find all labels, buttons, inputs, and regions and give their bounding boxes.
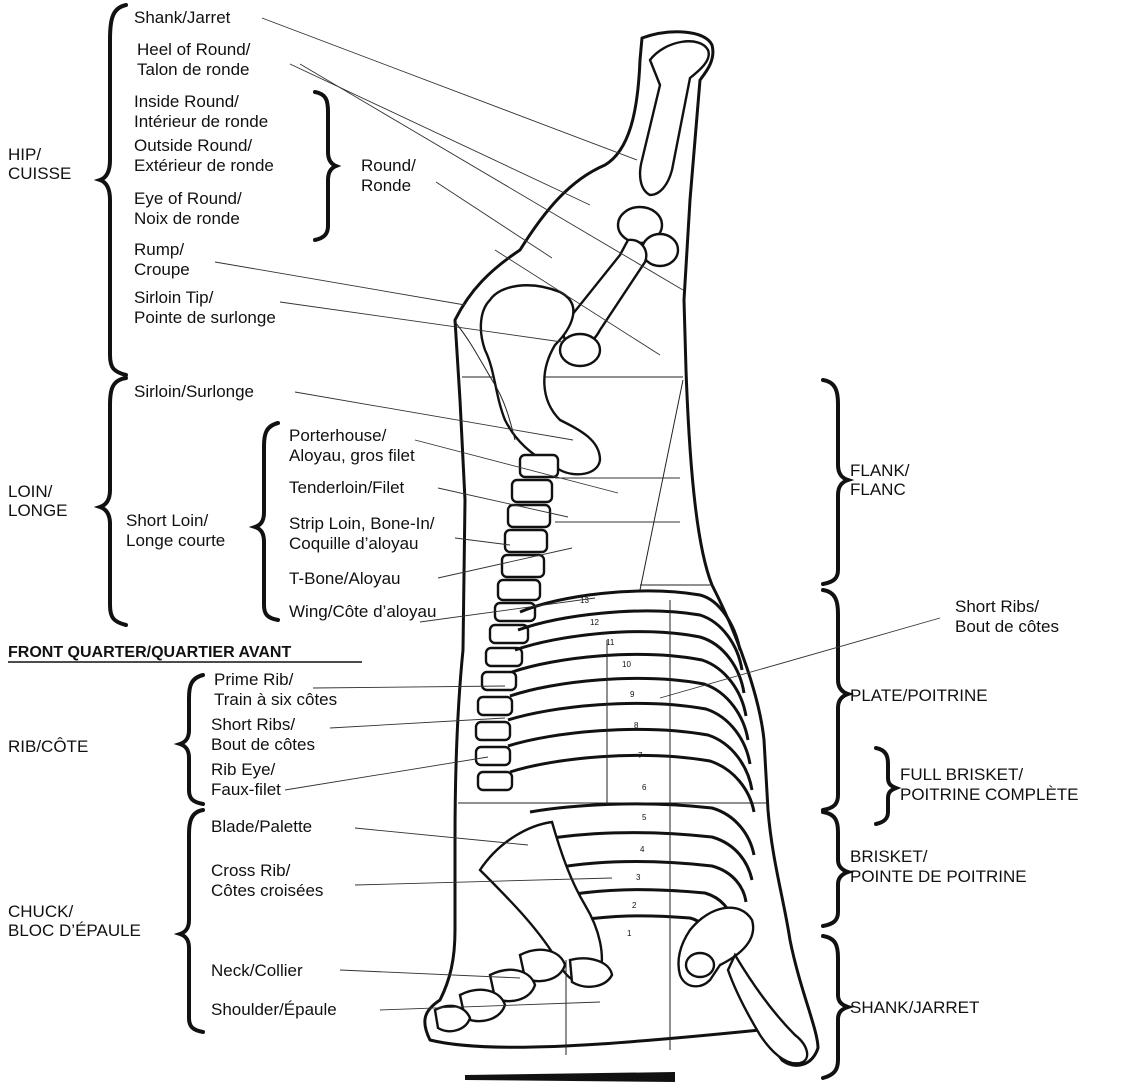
round-brace bbox=[315, 92, 336, 240]
vertebra bbox=[476, 747, 510, 765]
chuck-label: CHUCK/ BLOC D’ÉPAULE bbox=[8, 902, 141, 940]
strip-loin-label: Strip Loin, Bone-In/ Coquille d’aloyau bbox=[289, 514, 439, 553]
rib-number: 13 bbox=[580, 596, 589, 605]
eye-of-round-label: Eye of Round/ Noix de ronde bbox=[134, 189, 246, 228]
vertebra bbox=[478, 697, 512, 715]
full-brisket-label: FULL BRISKET/ POITRINE COMPLÈTE bbox=[900, 765, 1079, 804]
rib-7 bbox=[508, 729, 752, 790]
short-loin-brace bbox=[255, 423, 278, 620]
flank-brace bbox=[823, 380, 848, 584]
neck-vertebrae bbox=[435, 950, 612, 1031]
base-marker bbox=[465, 1072, 675, 1082]
shank-right-label: SHANK/JARRET bbox=[850, 998, 979, 1017]
rib-number: 3 bbox=[636, 873, 641, 882]
blade-label: Blade/Palette bbox=[211, 817, 312, 836]
round-label: Round/ Ronde bbox=[361, 156, 421, 195]
vertebra bbox=[502, 555, 544, 577]
rib-brace bbox=[180, 675, 203, 804]
plate-label: PLATE/POITRINE bbox=[850, 686, 988, 705]
loin-label: LOIN/ LONGE bbox=[8, 482, 68, 520]
tenderloin-label: Tenderloin/Filet bbox=[289, 478, 405, 497]
rib-number: 8 bbox=[634, 721, 639, 730]
prime-rib-label: Prime Rib/ Train à six côtes bbox=[214, 670, 337, 709]
full-brisket-brace bbox=[876, 748, 896, 824]
rib-4 bbox=[540, 833, 752, 880]
rib-eye-label: Rib Eye/ Faux-filet bbox=[211, 760, 281, 799]
neck-vertebra bbox=[570, 958, 612, 986]
vertebra bbox=[512, 480, 552, 502]
rib-number: 10 bbox=[622, 660, 631, 669]
rib-number: 12 bbox=[590, 618, 599, 627]
leader-line bbox=[285, 757, 488, 790]
rib-number: 9 bbox=[630, 690, 635, 699]
rib-number-labels: 1 2 3 4 5 6 7 8 9 10 11 12 13 bbox=[580, 596, 647, 938]
leader-line bbox=[436, 182, 552, 258]
shank-cut-label: Shank/Jarret bbox=[134, 8, 231, 27]
rib-number: 2 bbox=[632, 901, 637, 910]
foreshank-bone bbox=[728, 955, 807, 1063]
vertebra bbox=[505, 530, 547, 552]
neck-label: Neck/Collier bbox=[211, 961, 303, 980]
neck-vertebra bbox=[435, 1006, 470, 1031]
heel-of-round-label: Heel of Round/ Talon de ronde bbox=[137, 40, 255, 79]
shank-brace bbox=[823, 936, 848, 1078]
femur-bone bbox=[563, 240, 646, 347]
hip-ball bbox=[560, 334, 600, 366]
vertebra bbox=[478, 772, 512, 790]
brisket-label: BRISKET/ POINTE DE POITRINE bbox=[850, 847, 1027, 886]
flank-label: FLANK/ FLANC bbox=[850, 461, 914, 499]
short-loin-label: Short Loin/ Longe courte bbox=[126, 511, 225, 550]
flank-diagonal bbox=[640, 380, 683, 590]
rib-number: 7 bbox=[638, 751, 643, 760]
rib-number: 1 bbox=[627, 929, 632, 938]
vertebra bbox=[482, 672, 516, 690]
carcass-outline bbox=[425, 32, 818, 1066]
chuck-brace bbox=[180, 810, 203, 1032]
elbow-joint bbox=[686, 953, 714, 977]
rib-number: 4 bbox=[640, 845, 645, 854]
rib-number: 6 bbox=[642, 783, 647, 792]
carcass-illustration: 1 2 3 4 5 6 7 8 9 10 11 12 13 bbox=[425, 32, 818, 1082]
t-bone-label: T-Bone/Aloyau bbox=[289, 569, 401, 588]
vertebra bbox=[476, 722, 510, 740]
rib-label: RIB/CÔTE bbox=[8, 737, 88, 756]
shoulder-label: Shoulder/Épaule bbox=[211, 1000, 337, 1019]
vertebra bbox=[520, 455, 558, 477]
leader-line bbox=[355, 828, 528, 845]
knee-joint-lower bbox=[642, 234, 678, 266]
shank-bone bbox=[640, 41, 709, 195]
vertebra bbox=[495, 603, 535, 621]
inside-round-label: Inside Round/ Intérieur de ronde bbox=[134, 92, 268, 131]
outside-round-label: Outside Round/ Extérieur de ronde bbox=[134, 136, 274, 175]
rib-number: 5 bbox=[642, 813, 647, 822]
hip-label: HIP/ CUISSE bbox=[8, 145, 71, 183]
leader-line bbox=[215, 262, 465, 305]
hip-brace bbox=[100, 5, 126, 375]
short-ribs-right-label: Short Ribs/ Bout de côtes bbox=[955, 597, 1059, 636]
rib-3 bbox=[555, 862, 746, 902]
sirloin-tip-label: Sirloin Tip/ Pointe de surlonge bbox=[134, 288, 276, 327]
leader-line bbox=[313, 686, 505, 688]
vertebra bbox=[498, 580, 540, 600]
loin-brace bbox=[100, 378, 126, 625]
wing-label: Wing/Côte d’aloyau bbox=[289, 602, 436, 621]
brisket-brace bbox=[823, 812, 848, 926]
leader-line bbox=[300, 64, 683, 290]
sirloin-label: Sirloin/Surlonge bbox=[134, 382, 254, 401]
front-quarter-heading: FRONT QUARTER/QUARTIER AVANT bbox=[8, 644, 291, 661]
porterhouse-label: Porterhouse/ Aloyau, gros filet bbox=[289, 426, 415, 465]
short-ribs-left-label: Short Ribs/ Bout de côtes bbox=[211, 715, 315, 754]
cross-rib-label: Cross Rib/ Côtes croisées bbox=[211, 861, 323, 900]
plate-brace bbox=[823, 590, 848, 810]
rump-label: Rump/ Croupe bbox=[134, 240, 190, 279]
